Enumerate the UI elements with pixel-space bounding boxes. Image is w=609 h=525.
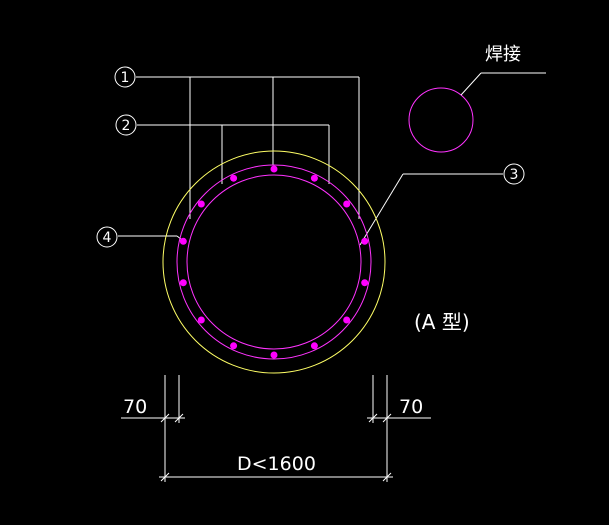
- rebar-dot: [270, 165, 278, 173]
- diameter-value: D<1600: [237, 453, 316, 475]
- left-cover-value: 70: [123, 396, 147, 418]
- callout-4-number: 4: [103, 230, 112, 246]
- type-label: (A 型): [414, 310, 470, 334]
- callout-4-leader: [118, 235, 187, 244]
- rebar-dot: [343, 316, 351, 324]
- rebar-dot: [310, 342, 318, 350]
- rebar-dot: [270, 351, 278, 359]
- right-cover-dimension: [367, 375, 431, 482]
- weld-label: 焊接: [485, 44, 521, 65]
- weld-circle: [408, 87, 474, 153]
- rebar-dot: [343, 200, 351, 208]
- callout-bubble-3: 3: [503, 163, 525, 185]
- callout-3-leader: [359, 173, 503, 246]
- pile-outer-circle: [162, 150, 386, 374]
- rebar-dot: [197, 200, 205, 208]
- rebar-dot: [361, 237, 369, 245]
- callout-bubble-2: 2: [115, 114, 137, 136]
- rebar-dot: [230, 342, 238, 350]
- diameter-dimension: [159, 472, 393, 482]
- callout-bubble-4: 4: [96, 226, 118, 248]
- rebar-dot: [361, 279, 369, 287]
- callout-3-number: 3: [510, 167, 519, 183]
- callout-2-number: 2: [122, 118, 131, 134]
- right-cover-value: 70: [399, 396, 423, 418]
- rebar-dot: [197, 316, 205, 324]
- callout-2-leaders: [137, 124, 330, 184]
- rebar-cage-outer-ring: [176, 164, 372, 360]
- rebar-dot: [179, 237, 187, 245]
- rebar-dots: [179, 165, 369, 359]
- callout-1-leaders: [136, 76, 360, 219]
- callout-1-number: 1: [121, 70, 130, 86]
- rebar-dot: [230, 174, 238, 182]
- callout-bubble-1: 1: [114, 66, 136, 88]
- rebar-cage-inner-ring: [186, 174, 362, 350]
- rebar-dot: [179, 279, 187, 287]
- rebar-dot: [310, 174, 318, 182]
- left-cover-dimension: [121, 375, 185, 482]
- weld-detail: 焊接: [408, 44, 546, 153]
